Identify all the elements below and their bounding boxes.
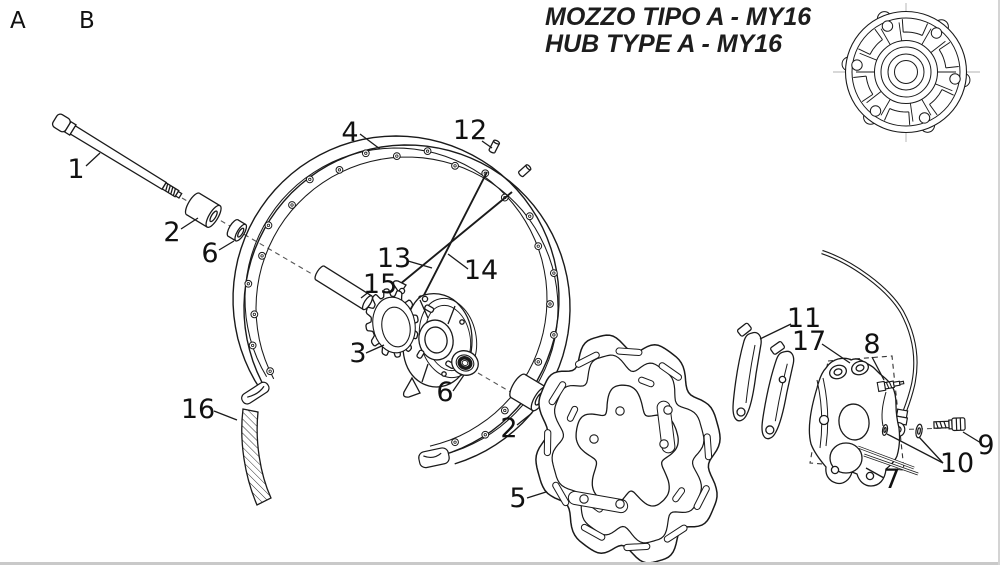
wheel-spacer-left [184, 192, 222, 228]
part-label-2: 2 [163, 217, 180, 248]
reference-letter-b: B [79, 8, 95, 34]
part-label-4: 4 [341, 117, 358, 148]
leader-line [407, 260, 433, 269]
window-edge-bottom [0, 562, 1000, 565]
spoke-nipple [488, 139, 501, 154]
dust-seal-left [226, 219, 248, 242]
part-label-15: 15 [363, 269, 397, 300]
part-label-13: 13 [377, 243, 411, 274]
part-label-7: 7 [883, 464, 900, 495]
wheel-hub [392, 280, 478, 398]
leader-line [481, 140, 493, 149]
leader-line [821, 343, 851, 364]
part-label-1: 1 [67, 154, 84, 185]
leader-line [360, 290, 371, 299]
part-label-5: 5 [509, 483, 526, 514]
leader-line [918, 436, 944, 464]
spoke-14 [422, 171, 488, 298]
leader-line [85, 152, 101, 167]
spoke-nipples [488, 139, 532, 178]
brake-hose [821, 249, 918, 417]
spoke-13 [398, 191, 513, 286]
window-edge-right [998, 0, 1000, 565]
part-label-6: 6 [201, 238, 218, 269]
rim-cut-end-bottom [418, 447, 450, 469]
diagram-title: MOZZO TIPO A - MY16 HUB TYPE A - MY16 [545, 4, 811, 58]
leader-line [526, 491, 547, 499]
part-label-8: 8 [863, 329, 880, 360]
pad-pins [857, 445, 919, 476]
part-label-12: 12 [453, 115, 487, 146]
front-axle [51, 113, 183, 199]
title-line-italian: MOZZO TIPO A - MY16 [545, 3, 812, 31]
rim-cut-end-top [241, 381, 270, 405]
hub-sprocket-flange [365, 288, 419, 358]
leader-line [213, 410, 238, 421]
leader-line [759, 323, 792, 340]
part-label-11: 11 [787, 303, 821, 334]
leader-line [218, 240, 235, 251]
reference-letter-a: A [10, 8, 26, 34]
brake-pad-inner [761, 341, 795, 440]
part-label-9: 9 [977, 430, 994, 461]
title-line-english: HUB TYPE A - MY16 [545, 30, 783, 58]
leader-line [180, 217, 199, 230]
rim-band [241, 408, 272, 506]
leader-line [447, 253, 469, 270]
leader-line [962, 431, 982, 444]
brake-disc [535, 334, 721, 564]
banjo-washers [881, 423, 923, 439]
leader-line [359, 133, 381, 150]
axle-spacer-tube [314, 265, 374, 311]
part-label-3: 3 [349, 338, 366, 369]
brake-pad-outer [732, 322, 762, 422]
part-label-10: 10 [940, 448, 974, 479]
leader-line [871, 356, 885, 381]
leader-line [516, 412, 533, 426]
part-label-17: 17 [792, 326, 826, 357]
leader-line [365, 344, 385, 354]
hub-front-view-illustration [833, 3, 980, 142]
leader-line [865, 467, 885, 479]
spoke-nipple [517, 164, 532, 178]
part-label-6: 6 [436, 377, 453, 408]
axle-spacer-tube [314, 265, 374, 311]
hub-bearing [451, 350, 479, 376]
part-label-16: 16 [181, 394, 215, 425]
banjo-bolt [933, 417, 966, 432]
bleed-valve [876, 380, 905, 393]
leader-line [452, 374, 465, 392]
part-label-2: 2 [500, 413, 517, 444]
leader-line [886, 433, 944, 464]
part-label-14: 14 [464, 255, 498, 286]
